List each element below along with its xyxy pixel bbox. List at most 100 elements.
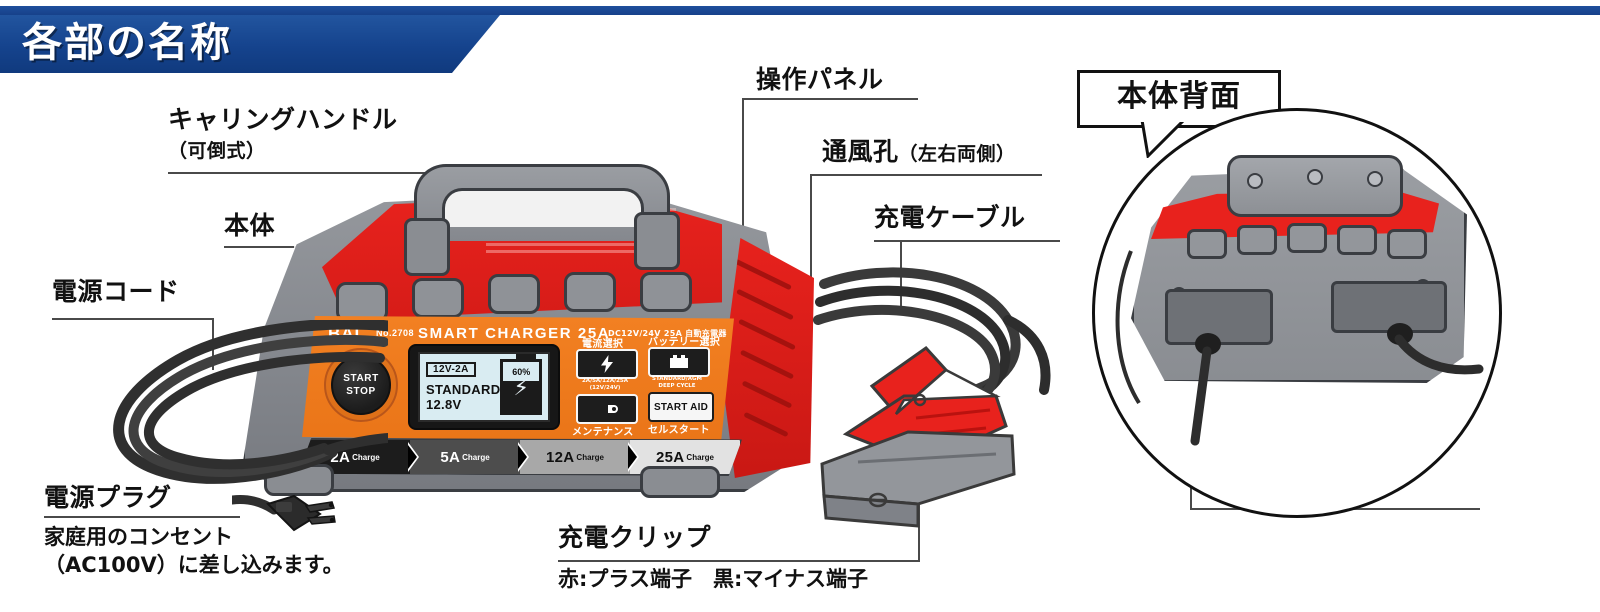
rear-screw-3 <box>1367 171 1383 187</box>
housing-rib-3 <box>488 274 540 314</box>
callout-carrying-handle-sub: （可倒式） <box>168 140 266 162</box>
product-name: SMART CHARGER 25A <box>418 325 611 342</box>
plug-prong-lower <box>306 515 336 525</box>
leader-vent-holes-h <box>810 174 1042 176</box>
leader-power-cord-h <box>52 318 214 320</box>
lcd-status-value: STANDARD <box>426 382 501 397</box>
leader-main-body-h <box>224 246 294 248</box>
charge-step-word: Charge <box>686 452 714 462</box>
leader-charge-clip-v <box>918 500 920 560</box>
leader-charge-cable-h <box>874 240 1060 242</box>
lightning-icon <box>601 355 613 373</box>
model-number: No.2708 <box>376 328 415 338</box>
start-aid-caption: セルスタート <box>648 425 710 436</box>
battery-icon <box>670 355 688 368</box>
battery-level-icon: 60% ⚡ <box>500 354 542 415</box>
current-select-sub-2: (12V/24V) <box>589 385 621 391</box>
rear-cable-grommet-right <box>1387 323 1413 345</box>
header-banner <box>0 15 500 73</box>
callout-main-body-label: 本体 <box>224 211 276 240</box>
banner-top-rule <box>0 6 1600 15</box>
rear-rib-4 <box>1337 225 1377 255</box>
current-select-button[interactable] <box>576 349 638 379</box>
chevron-icon <box>408 442 419 472</box>
foot-right <box>640 466 720 498</box>
callout-charge-cable: 充電ケーブル <box>874 198 1026 234</box>
rear-rib-1 <box>1187 229 1227 259</box>
charge-step-word: Charge <box>462 452 490 462</box>
housing-rib-5 <box>640 272 692 312</box>
charging-clip-black <box>820 430 1016 528</box>
chevron-icon <box>628 442 639 472</box>
power-plug-note-line1: 家庭用のコンセント <box>44 525 233 549</box>
lcd-display: 12V-2A STANDARD 12.8V 60% ⚡ <box>418 352 550 422</box>
callout-power-plug: 電源プラグ <box>44 478 172 514</box>
rear-rib-3 <box>1287 223 1327 253</box>
rear-screw-2 <box>1307 169 1323 185</box>
housing-rib-4 <box>564 272 616 312</box>
battery-select-button[interactable] <box>648 347 710 377</box>
maintenance-button[interactable] <box>576 394 638 424</box>
callout-power-plug-label: 電源プラグ <box>44 483 172 512</box>
maintenance-caption: メンテナンス <box>572 427 634 438</box>
leader-control-panel-v <box>742 98 744 294</box>
start-stop-button[interactable]: START STOP <box>331 355 391 415</box>
current-select-sub-1: 2A/5A/12A/25A <box>581 378 628 384</box>
charge-step-word: Charge <box>352 452 380 462</box>
battery-select-sub-1: STANDARD/AGM <box>651 376 703 382</box>
housing-rib-2 <box>412 278 464 318</box>
leader-control-panel-h <box>742 98 918 100</box>
plug-prong-upper <box>304 501 335 513</box>
callout-vent-holes-sub: （左右両側） <box>898 143 1016 165</box>
leader-charge-clip-h <box>558 560 920 562</box>
stop-label: STOP <box>346 386 376 397</box>
battery-fill <box>503 381 539 412</box>
callout-vent-holes: 通風孔（左右両側） <box>822 132 1016 168</box>
charging-cables <box>813 267 1051 528</box>
callout-charge-clip: 充電クリップ <box>558 518 711 554</box>
battery-select-caption: バッテリー選択 <box>648 337 721 348</box>
callout-vent-holes-label: 通風孔 <box>822 137 899 166</box>
carrying-handle-grip <box>442 188 644 227</box>
battery-select-sub: STANDARD/AGM DEEP CYCLE <box>648 376 706 390</box>
charge-step-word: Charge <box>576 452 604 462</box>
battery-percent-value: 60% <box>512 367 531 377</box>
chevron-icon <box>518 442 529 472</box>
leader-vent-holes-v <box>810 174 812 282</box>
start-aid-label: START AID <box>653 401 709 413</box>
leader-power-plug-h <box>44 516 240 518</box>
current-select-caption: 電流選択 <box>582 339 624 350</box>
handle-mount-left <box>404 218 450 276</box>
battery-cap <box>516 354 537 360</box>
leader-carrying-handle-h <box>168 172 438 174</box>
charge-step-amps: 25A <box>656 448 685 466</box>
charger-illustration: BAL No.2708 SMART CHARGER 25A DC12V/24V … <box>236 132 814 498</box>
vent-panel-right <box>722 238 814 478</box>
power-plug-note-line2: （AC100V）に差し込みます。 <box>44 553 344 577</box>
lcd-mode-value: 12V-2A <box>426 362 476 377</box>
handle-mount-right <box>634 212 680 270</box>
charge-step-amps: 5A <box>440 448 461 466</box>
callout-carrying-handle: キャリングハンドル （可倒式） <box>168 100 398 163</box>
rear-screw-1 <box>1247 173 1263 189</box>
rear-rib-2 <box>1237 225 1277 255</box>
start-aid-button[interactable]: START AID <box>648 392 714 422</box>
rear-rib-5 <box>1387 229 1427 259</box>
callout-main-body: 本体 <box>224 206 275 242</box>
current-select-sub: 2A/5A/12A/25A (12V/24V) <box>576 378 634 392</box>
housing-rib-1 <box>336 282 388 322</box>
callout-control-panel: 操作パネル <box>756 60 884 96</box>
start-label: START <box>343 373 379 384</box>
callout-control-panel-label: 操作パネル <box>756 65 884 94</box>
rear-cables <box>1115 250 1484 446</box>
battery-select-sub-2: DEEP CYCLE <box>658 383 696 389</box>
charge-step-amps: 12A <box>546 448 575 466</box>
callout-power-cord-label: 電源コード <box>52 277 180 306</box>
rear-view-title-tail <box>1140 120 1186 158</box>
wrench-icon <box>596 405 618 413</box>
power-plug <box>232 494 336 532</box>
callout-carrying-handle-label: キャリングハンドル <box>168 105 398 134</box>
callout-power-cord: 電源コード <box>52 272 180 308</box>
